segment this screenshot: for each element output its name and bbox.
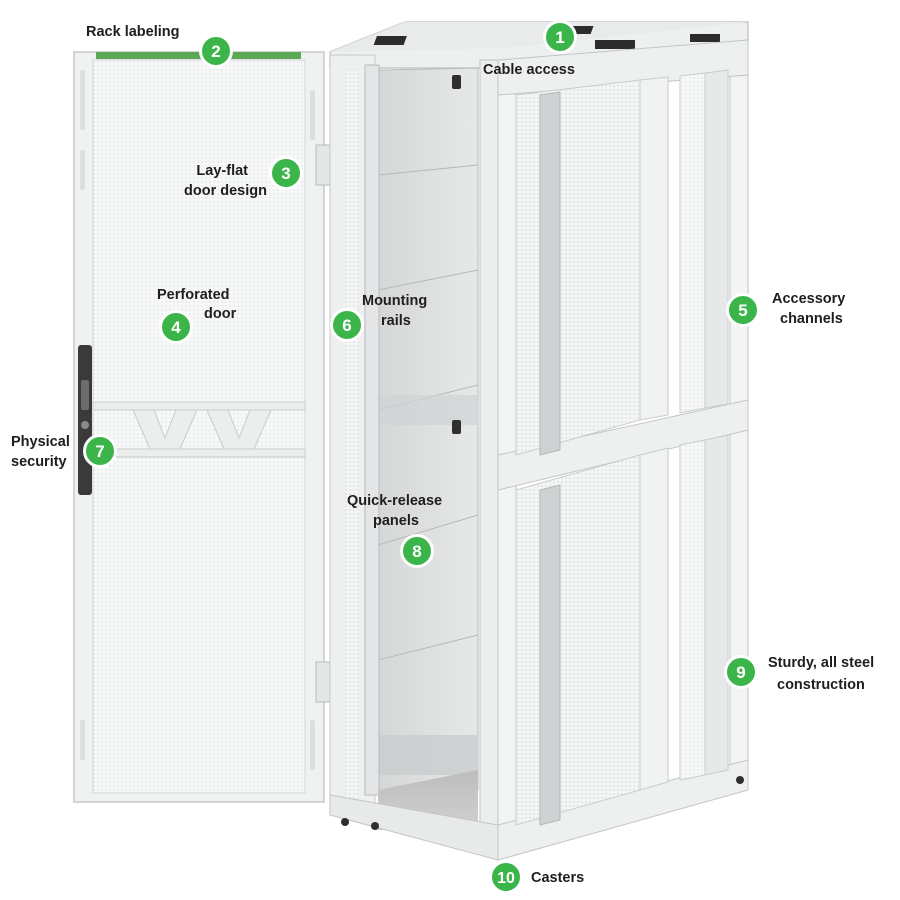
front-frame bbox=[329, 39, 749, 861]
callout-label: Sturdy, all steel bbox=[768, 655, 874, 671]
callout-number: 2 bbox=[211, 42, 220, 61]
callout-label: Rack labeling bbox=[86, 24, 179, 40]
callout-number: 10 bbox=[497, 870, 515, 887]
callout-label: Perforated bbox=[157, 287, 230, 303]
callout-number: 8 bbox=[412, 542, 421, 561]
callout-label: Physical bbox=[11, 434, 70, 450]
callout-number: 9 bbox=[736, 663, 745, 682]
callout-8: 8 Quick-release panels bbox=[347, 493, 442, 568]
callout-badge bbox=[159, 310, 193, 344]
quick-release-panels bbox=[377, 67, 479, 791]
accessory-channels bbox=[515, 69, 729, 826]
callout-10: 10 Casters bbox=[489, 860, 584, 894]
callout-label: Mounting bbox=[362, 293, 427, 309]
callout-7: 7 Physical security bbox=[11, 434, 117, 470]
rack-cabinet bbox=[329, 21, 749, 873]
callout-badge bbox=[726, 293, 760, 327]
callout-label: Accessory bbox=[772, 291, 845, 307]
door-lock-handle bbox=[78, 345, 92, 495]
callout-badge bbox=[83, 434, 117, 468]
callout-label: Lay-flat bbox=[196, 163, 248, 179]
callout-4: 4 Perforated door bbox=[157, 287, 237, 344]
callout-label: security bbox=[11, 454, 67, 470]
callout-label: Quick-release bbox=[347, 493, 442, 509]
callout-label: door bbox=[204, 306, 237, 322]
callout-label: Cable access bbox=[483, 62, 575, 78]
callout-label: Casters bbox=[531, 870, 584, 886]
callout-2: 2 Rack labeling bbox=[86, 24, 233, 68]
mounting-rail bbox=[364, 59, 503, 841]
callout-label: panels bbox=[373, 513, 419, 529]
callout-label: door design bbox=[184, 183, 267, 199]
callout-badge bbox=[269, 156, 303, 190]
callout-number: 1 bbox=[555, 28, 564, 47]
door-truss-brace bbox=[92, 401, 306, 458]
callout-badge bbox=[330, 308, 364, 342]
callout-number: 6 bbox=[342, 316, 351, 335]
callout-badge bbox=[489, 860, 523, 894]
callout-9: 9 Sturdy, all steel construction bbox=[724, 655, 874, 693]
callout-badge bbox=[199, 34, 233, 68]
callout-number: 3 bbox=[281, 164, 290, 183]
callout-number: 5 bbox=[738, 301, 747, 320]
callout-label: rails bbox=[381, 313, 411, 329]
callout-3: 3 Lay-flat door design bbox=[184, 156, 303, 199]
callout-badge bbox=[724, 655, 758, 689]
callout-label: construction bbox=[777, 677, 865, 693]
callout-6: 6 Mounting rails bbox=[330, 293, 427, 342]
callout-label: channels bbox=[780, 311, 843, 327]
rack-label-strip bbox=[96, 52, 301, 59]
callout-badge bbox=[543, 20, 577, 54]
callout-1: 1 Cable access bbox=[483, 20, 577, 78]
callout-number: 7 bbox=[95, 442, 104, 461]
callout-badge bbox=[400, 534, 434, 568]
callout-5: 5 Accessory channels bbox=[726, 291, 845, 327]
callout-number: 4 bbox=[171, 318, 181, 337]
